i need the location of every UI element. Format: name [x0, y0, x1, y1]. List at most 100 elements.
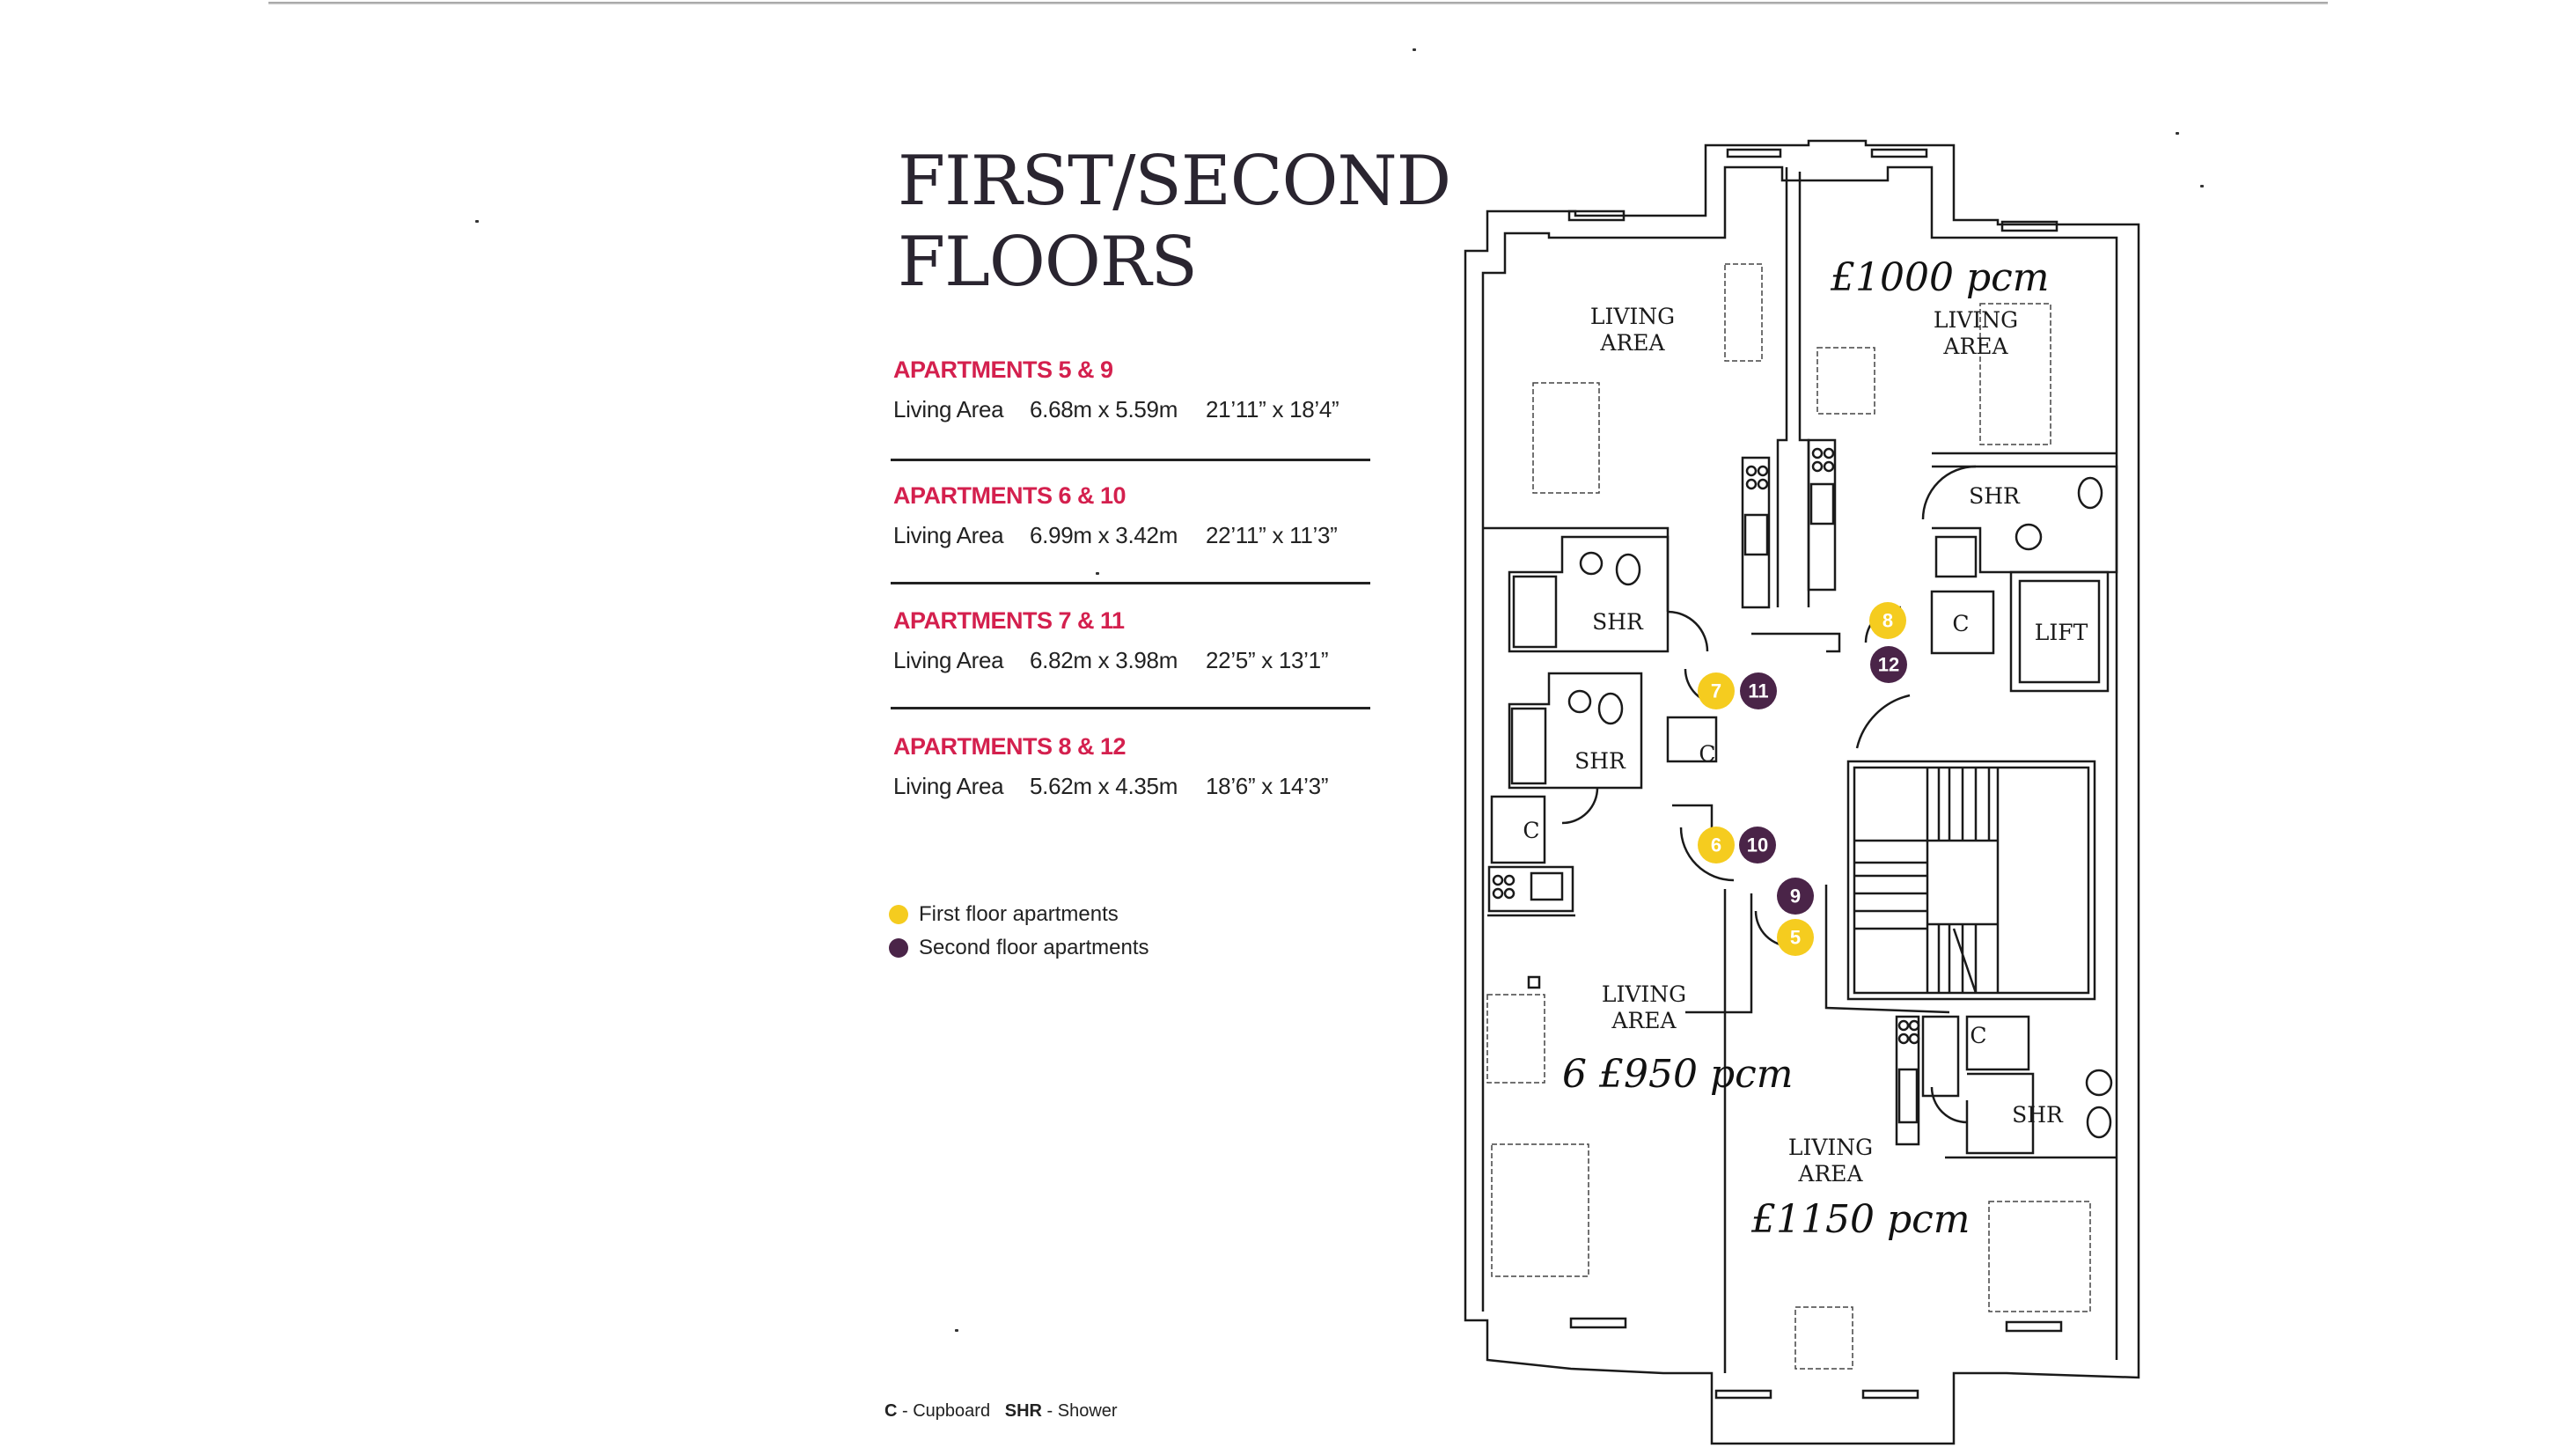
divider: [891, 459, 1370, 461]
stair-treads: [1854, 768, 2000, 994]
apartment-heading: APARTMENTS 7 & 11: [893, 607, 1125, 634]
marker-apartment-5[interactable]: 5: [1777, 919, 1814, 956]
sink: [1743, 513, 1769, 556]
partition: [1798, 172, 1810, 607]
cupboard: [1921, 1015, 1960, 1098]
room-name: Living Area: [893, 773, 1004, 799]
shower-tray: [1934, 535, 1978, 578]
marker-apartment-6[interactable]: 6: [1698, 827, 1735, 863]
hob-ring: [1897, 1019, 1910, 1032]
yellow-dot-icon: [889, 905, 908, 924]
divider: [891, 707, 1370, 709]
marker-apartment-11[interactable]: 11: [1740, 672, 1777, 709]
scan-speck: [2176, 132, 2179, 135]
window: [1861, 1389, 1919, 1400]
handwritten-price: 6 £950 pcm: [1562, 1052, 1793, 1097]
key-shr-meaning: - Shower: [1046, 1401, 1118, 1421]
shower-room: [1932, 465, 2118, 574]
room-label-lift: LIFT: [2035, 620, 2088, 645]
legend-label: First floor apartments: [919, 902, 1119, 926]
imperial-size: 21’11” x 18’4”: [1206, 396, 1339, 423]
door-swing: [1855, 694, 1911, 749]
basin: [2085, 1069, 2113, 1097]
kitchen-unit: [1741, 456, 1771, 609]
room-label-shower: SHR: [1592, 609, 1644, 635]
hob-ring: [1745, 478, 1758, 490]
shower-room: [1965, 1072, 2035, 1155]
handwritten-price: £1150 pcm: [1750, 1197, 1971, 1242]
outer-wall: [1464, 139, 2140, 1445]
svg-text:11: 11: [1748, 680, 1768, 702]
shower-room: [1508, 672, 1643, 790]
stairwell: [1846, 760, 2096, 1001]
room-label-area: AREA: [1611, 1008, 1677, 1033]
bath: [1965, 1015, 2030, 1071]
kitchen-unit: [1487, 865, 1574, 913]
hob-ring: [1757, 465, 1769, 477]
scan-top-edge: [268, 2, 2328, 4]
metric-size: 5.62m x 4.35m: [1030, 773, 1178, 799]
marker-apartment-12[interactable]: 12: [1870, 646, 1907, 683]
metric-size: 6.82m x 3.98m: [1030, 647, 1178, 673]
apartment-heading: APARTMENTS 8 & 12: [893, 733, 1127, 760]
hob-ring: [1745, 465, 1758, 477]
sink: [1809, 482, 1835, 525]
basin: [1567, 689, 1592, 714]
scan-speck: [955, 1329, 958, 1332]
plan-walls: [1464, 139, 2140, 1445]
bath: [1512, 575, 1558, 649]
window: [1567, 209, 1626, 222]
sofa-outline: [1724, 263, 1763, 362]
legend-first-floor: First floor apartments: [889, 898, 1149, 931]
cupboard: [1666, 716, 1718, 763]
scan-speck: [2200, 185, 2204, 187]
kitchen-unit: [1895, 1015, 1920, 1146]
apartment-spec-8-12: APARTMENTS 8 & 12 Living Area 5.62m x 4.3…: [893, 733, 1373, 800]
window: [1726, 148, 1782, 158]
cupboard: [1930, 590, 1995, 655]
door-swing: [1679, 827, 1735, 882]
metric-size: 6.99m x 3.42m: [1030, 522, 1178, 548]
room-name: Living Area: [893, 647, 1004, 673]
svg-text:5: 5: [1790, 927, 1801, 949]
room-name: Living Area: [893, 396, 1004, 423]
room-label-cupboard: C: [1952, 611, 1969, 636]
marker-apartment-10[interactable]: 10: [1739, 827, 1776, 863]
window: [2005, 1320, 2063, 1333]
toilet: [2077, 476, 2103, 510]
imperial-size: 22’11” x 11’3”: [1206, 522, 1338, 548]
page-title: FIRST/SECOND FLOORS: [898, 141, 1451, 303]
scan-speck: [1413, 48, 1416, 51]
title-line-2: FLOORS: [898, 223, 1198, 302]
svg-text:7: 7: [1711, 680, 1721, 702]
room-label-area: AREA: [1797, 1161, 1863, 1187]
marker-apartment-8[interactable]: 8: [1869, 602, 1906, 639]
room-label-cupboard: C: [1523, 818, 1539, 843]
hob-ring: [1492, 887, 1504, 900]
marker-apartment-9[interactable]: 9: [1777, 878, 1814, 915]
toilet: [1615, 553, 1641, 586]
key-shr: SHR: [1004, 1401, 1042, 1421]
partition: [1685, 893, 1753, 1014]
toilet: [1597, 692, 1624, 725]
stairwell-inner: [1853, 766, 2090, 995]
partition: [1776, 167, 1788, 607]
purple-dot-icon: [889, 938, 908, 958]
floor-legend: First floor apartments Second floor apar…: [889, 898, 1149, 965]
sofa-outline: [1816, 347, 1875, 415]
apartment-spec-7-11: APARTMENTS 7 & 11 Living Area 6.82m x 3.9…: [893, 607, 1373, 674]
hob-ring: [1908, 1032, 1920, 1045]
svg-text:12: 12: [1878, 654, 1899, 676]
scan-speck: [1096, 572, 1099, 575]
inner-wall: [1481, 165, 2118, 1360]
marker-apartment-7[interactable]: 7: [1698, 672, 1735, 709]
room-label-shower: SHR: [1574, 748, 1626, 774]
legend-second-floor: Second floor apartments: [889, 931, 1149, 965]
window: [1714, 1389, 1772, 1400]
sofa-outline: [1486, 994, 1545, 1084]
